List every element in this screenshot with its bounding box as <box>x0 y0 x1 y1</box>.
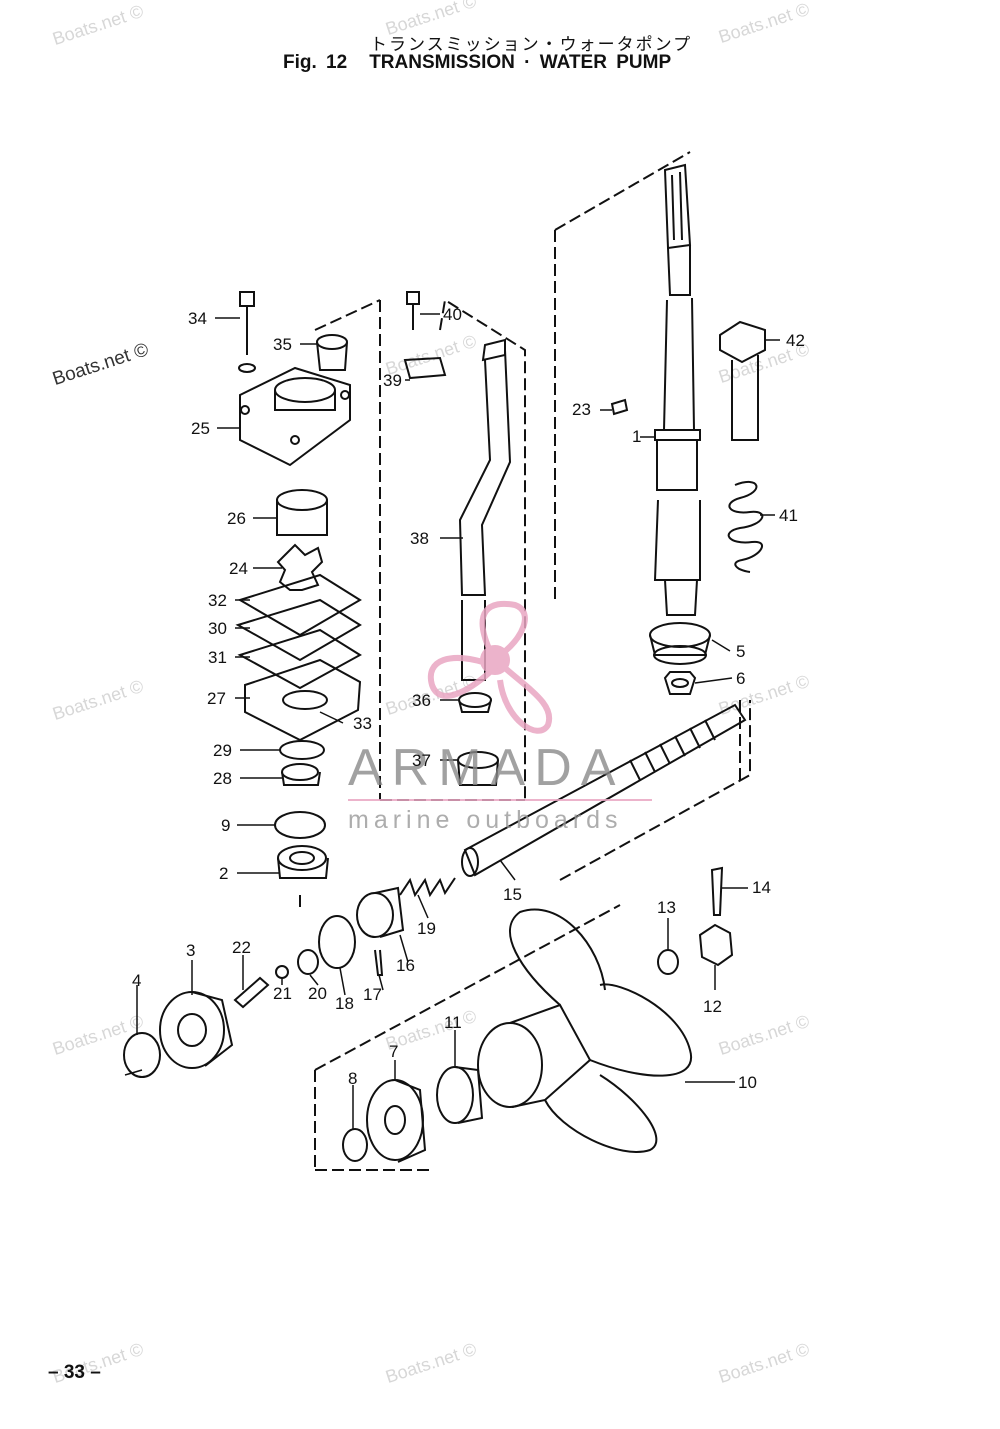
callout-7: 7 <box>389 1042 399 1061</box>
callout-41: 41 <box>779 506 798 525</box>
callout-5: 5 <box>736 642 746 661</box>
callout-36: 36 <box>412 691 431 710</box>
callout-42: 42 <box>786 331 805 350</box>
thrust-bushing <box>436 1066 484 1124</box>
water-tube-seal <box>719 320 766 441</box>
callout-6: 6 <box>736 669 746 688</box>
propeller <box>477 908 693 1153</box>
callout-18: 18 <box>335 994 354 1013</box>
pinion-nut <box>663 671 697 695</box>
o-ring <box>274 811 326 839</box>
callout-9: 9 <box>221 816 231 835</box>
steel-ball <box>275 965 289 979</box>
reverse-gear <box>366 1079 427 1163</box>
callout-35: 35 <box>273 335 292 354</box>
propeller-nut <box>698 923 734 967</box>
o-ring <box>279 740 325 760</box>
shift-plunger <box>297 949 319 975</box>
callout-1: 1 <box>632 427 642 446</box>
callout-25: 25 <box>191 419 210 438</box>
pump-housing <box>239 366 351 467</box>
callout-20: 20 <box>308 984 327 1003</box>
callout-12: 12 <box>703 997 722 1016</box>
callout-37: 37 <box>412 751 431 770</box>
callout-3: 3 <box>186 941 196 960</box>
propeller-shaft <box>461 703 747 877</box>
callout-17: 17 <box>363 985 382 1004</box>
diagram-title: Fig. 12 TRANSMISSION · WATER PUMP <box>283 52 671 74</box>
page-number: – 33 – <box>48 1362 101 1383</box>
callout-40: 40 <box>443 305 462 324</box>
bolt <box>238 291 256 373</box>
grommet <box>458 692 492 713</box>
callout-8: 8 <box>348 1069 358 1088</box>
callout-38: 38 <box>410 529 429 548</box>
pump-gasket-lower <box>237 628 362 690</box>
callout-2: 2 <box>219 864 229 883</box>
clutch-pin <box>374 949 384 976</box>
pump-insert <box>276 489 328 536</box>
pump-grommet <box>316 334 348 371</box>
callout-13: 13 <box>657 898 676 917</box>
spring-ring <box>318 915 356 969</box>
callout-33: 33 <box>353 714 372 733</box>
spring <box>727 480 764 573</box>
diagram-title-japanese: トランスミッション・ウォータポンプ <box>370 35 693 54</box>
pump-plate <box>235 598 362 662</box>
callout-32: 32 <box>208 591 227 610</box>
cotter-pin <box>710 866 724 916</box>
callout-27: 27 <box>207 689 226 708</box>
assembly-outline-pump <box>299 299 381 910</box>
bearing <box>277 845 329 879</box>
shift-spring <box>399 877 456 898</box>
pipe-clip <box>403 356 447 380</box>
shim <box>123 1032 161 1078</box>
figure-title-text: TRANSMISSION · WATER PUMP <box>369 52 672 73</box>
callout-26: 26 <box>227 509 246 528</box>
clip-bolt <box>406 291 420 330</box>
armada-logo-mark <box>427 600 553 734</box>
armada-logo-brand: ARMADA <box>348 739 625 797</box>
impeller <box>276 543 324 591</box>
leader-lines <box>124 313 780 1130</box>
callout-15: 15 <box>503 885 522 904</box>
callout-21: 21 <box>273 984 292 1003</box>
callout-29: 29 <box>213 741 232 760</box>
armada-logo-tagline: marine outboards <box>348 806 623 834</box>
callout-31: 31 <box>208 648 227 667</box>
pump-base <box>244 658 362 742</box>
woodruff-key <box>610 398 629 416</box>
pinion-gear <box>649 622 711 665</box>
drive-shaft <box>653 163 701 616</box>
shift-cam <box>233 976 270 1009</box>
callout-4: 4 <box>132 971 142 990</box>
callout-23: 23 <box>572 400 591 419</box>
assembly-outline-driveshaft <box>554 151 741 780</box>
callout-39: 39 <box>383 371 402 390</box>
callout-22: 22 <box>232 938 251 957</box>
callout-19: 19 <box>417 919 436 938</box>
callout-10: 10 <box>738 1073 757 1092</box>
oil-seal <box>281 763 321 786</box>
washer <box>657 949 679 975</box>
callout-24: 24 <box>229 559 248 578</box>
callout-11: 11 <box>444 1013 462 1032</box>
pump-gasket <box>237 573 362 637</box>
callout-16: 16 <box>396 956 415 975</box>
callout-14: 14 <box>752 878 771 897</box>
shim <box>342 1128 368 1162</box>
callout-28: 28 <box>213 769 232 788</box>
callout-30: 30 <box>208 619 227 638</box>
clutch-dog <box>356 886 405 938</box>
forward-gear <box>159 991 234 1069</box>
callout-34: 34 <box>188 309 207 328</box>
figure-number: Fig. 12 <box>283 52 348 73</box>
